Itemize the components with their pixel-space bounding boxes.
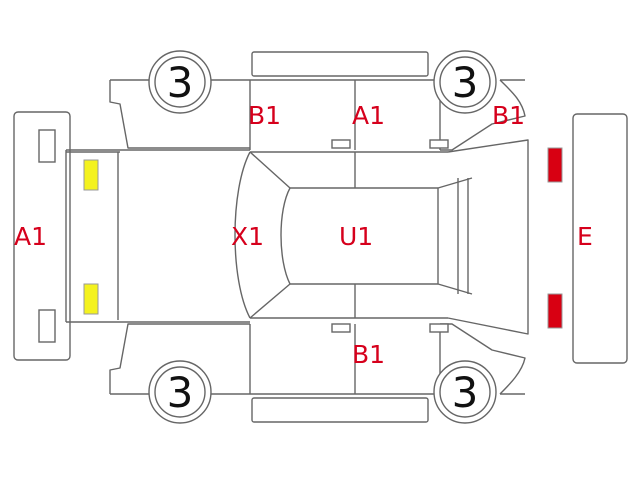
rear-right-light — [547, 293, 563, 329]
front-bumper — [13, 111, 71, 361]
upper-rear-fender-code: B1 — [492, 101, 525, 130]
front-left-light — [83, 159, 99, 191]
wheel-number: 3 — [452, 58, 479, 107]
rear-right-wheel: 3 — [433, 360, 497, 424]
upper-side-body — [109, 51, 526, 151]
car-body-top-view — [65, 139, 529, 335]
rear-left-wheel: 3 — [148, 360, 212, 424]
rear-left-light — [547, 147, 563, 183]
front-left-wheel: 3 — [148, 50, 212, 114]
upper-rear-door-code: A1 — [352, 101, 385, 130]
front-bumper-code: A1 — [14, 222, 47, 251]
hood-code: X1 — [231, 222, 264, 251]
roof-code: U1 — [339, 222, 373, 251]
front-right-light — [83, 283, 99, 315]
rear-bumper-code: E — [577, 222, 593, 251]
upper-front-fender-code: B1 — [248, 101, 281, 130]
wheel-number: 3 — [167, 58, 194, 107]
front-right-wheel: 3 — [433, 50, 497, 114]
rear-bumper — [572, 113, 628, 364]
wheel-number: 3 — [452, 368, 479, 417]
lower-side-body — [109, 323, 526, 423]
lower-rear-door-code: B1 — [352, 340, 385, 369]
wheel-number: 3 — [167, 368, 194, 417]
